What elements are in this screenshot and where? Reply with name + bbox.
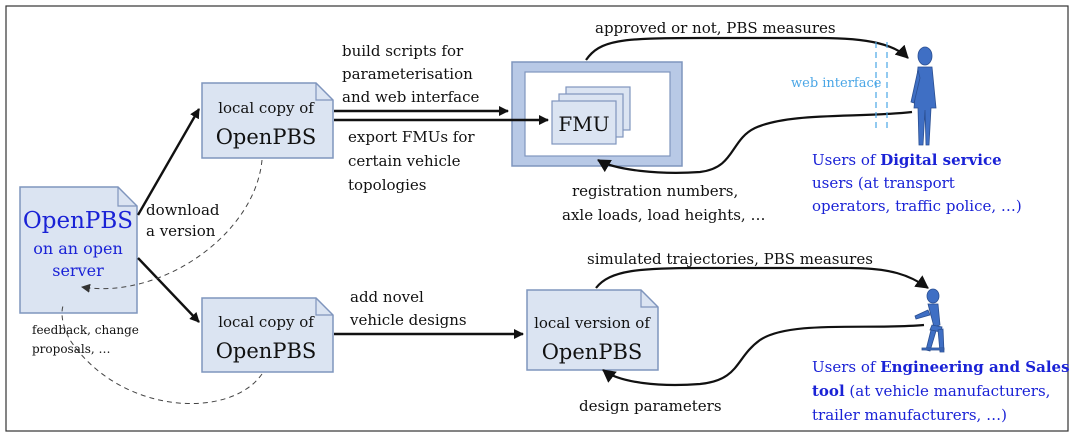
server-box: OpenPBS on an open server — [19, 186, 138, 314]
label-download-1: download — [146, 201, 220, 219]
label-download: download a version — [146, 201, 220, 240]
fmu-label: FMU — [558, 112, 609, 136]
label-add-novel: add novel vehicle designs — [349, 288, 467, 329]
label-simulated: simulated trajectories, PBS measures — [587, 250, 873, 268]
local-copy-top-box: local copy of OpenPBS — [201, 82, 334, 159]
label-feedback-1: feedback, change — [32, 323, 139, 337]
users-digital-service: Users of Digital service users (at trans… — [812, 151, 1022, 215]
feedback-curve-bottom — [61, 302, 263, 405]
label-registration: registration numbers, axle loads, load h… — [562, 182, 765, 224]
person-standing-icon — [910, 46, 937, 146]
users-eng-line2: tool (at vehicle manufacturers, — [812, 382, 1050, 400]
label-web-interface: web interface — [791, 76, 882, 91]
label-export-fmus-3: topologies — [348, 176, 427, 194]
arrow-server-to-copy-top — [136, 108, 201, 216]
label-approved: approved or not, PBS measures — [595, 19, 836, 37]
local-copy-bottom-box: local copy of OpenPBS — [201, 297, 334, 373]
arrow-simulated — [595, 266, 929, 289]
label-build-scripts-2: parameterisation — [342, 65, 473, 83]
label-build-scripts-3: and web interface — [342, 88, 479, 106]
users-digital-line1: Users of Digital service — [812, 151, 1002, 169]
arrow-approved — [585, 36, 909, 61]
local-copy-top-line1: local copy of — [218, 99, 315, 117]
label-export-fmus: export FMUs for certain vehicle topologi… — [348, 128, 475, 194]
local-copy-top-line2: OpenPBS — [216, 125, 317, 149]
outer-border — [5, 5, 1069, 432]
server-line3: server — [52, 261, 104, 280]
label-registration-1: registration numbers, — [572, 182, 738, 200]
arrow-design-params — [602, 323, 925, 387]
label-registration-2: axle loads, load heights, … — [562, 206, 765, 224]
label-design-params: design parameters — [579, 397, 722, 415]
users-digital-line2: users (at transport — [812, 174, 955, 192]
local-version-line2: OpenPBS — [542, 340, 643, 364]
users-engineering-sales: Users of Engineering and Sales tool (at … — [812, 358, 1070, 424]
person-seated-icon — [914, 288, 945, 353]
label-add-novel-1: add novel — [350, 288, 424, 306]
label-feedback: feedback, change proposals, … — [32, 323, 139, 356]
arrow-server-to-copy-bottom — [137, 257, 200, 323]
local-copy-bottom-line1: local copy of — [218, 313, 315, 331]
label-add-novel-2: vehicle designs — [349, 311, 467, 329]
users-digital-line3: operators, traffic police, …) — [812, 197, 1022, 215]
feedback-curve-top — [81, 159, 263, 293]
users-eng-line1: Users of Engineering and Sales — [812, 358, 1070, 376]
fmu-frame: FMU — [511, 61, 683, 167]
server-line2: on an open — [33, 239, 123, 258]
label-export-fmus-2: certain vehicle — [348, 152, 461, 170]
label-build-scripts: build scripts for parameterisation and w… — [342, 42, 479, 106]
users-eng-line3: trailer manufacturers, …) — [812, 406, 1007, 424]
label-feedback-2: proposals, … — [32, 342, 111, 356]
local-version-line1: local version of — [534, 314, 651, 332]
label-build-scripts-1: build scripts for — [342, 42, 464, 60]
local-copy-bottom-line2: OpenPBS — [216, 339, 317, 363]
local-version-box: local version of OpenPBS — [526, 289, 659, 371]
arrow-registration — [597, 110, 913, 174]
label-export-fmus-1: export FMUs for — [348, 128, 475, 146]
server-title: OpenPBS — [23, 208, 133, 234]
label-download-2: a version — [146, 222, 216, 240]
